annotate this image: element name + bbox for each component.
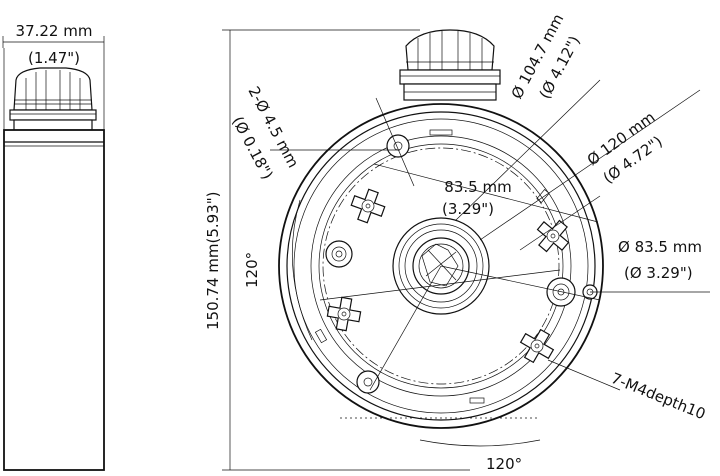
front-view [270,29,710,447]
dia-83-mm-label: Ø 83.5 mm [618,238,702,256]
screw-star-2 [536,219,570,253]
top-gland [405,29,495,71]
spacing-mm-label: 83.5 mm [444,178,511,196]
spacing-in-label: (3.29") [442,200,494,218]
height-label: 150.74 mm(5.93") [204,192,222,330]
height-dimension: 150.74 mm(5.93") [204,29,470,471]
mount-hole-bottom [356,370,380,394]
screw-star-4 [519,328,555,364]
screw-star-3 [326,296,362,332]
width-in-label: (1.47") [28,49,80,67]
outer-circle [278,103,604,429]
dia-83-in-label: (Ø 3.29") [624,264,693,282]
side-gland [13,67,93,111]
screw-star-1 [350,188,386,224]
side-box-body [3,129,105,471]
angle-left-label: 120° [243,252,261,288]
width-mm-label: 37.22 mm [16,22,93,40]
side-view: 37.22 mm (1.47") [2,22,105,471]
angle-bottom-label: 120° [486,455,522,473]
mount-hole-top [386,134,410,158]
thread-label: 7-M4depth10 [609,369,709,423]
boss-left [325,240,353,268]
